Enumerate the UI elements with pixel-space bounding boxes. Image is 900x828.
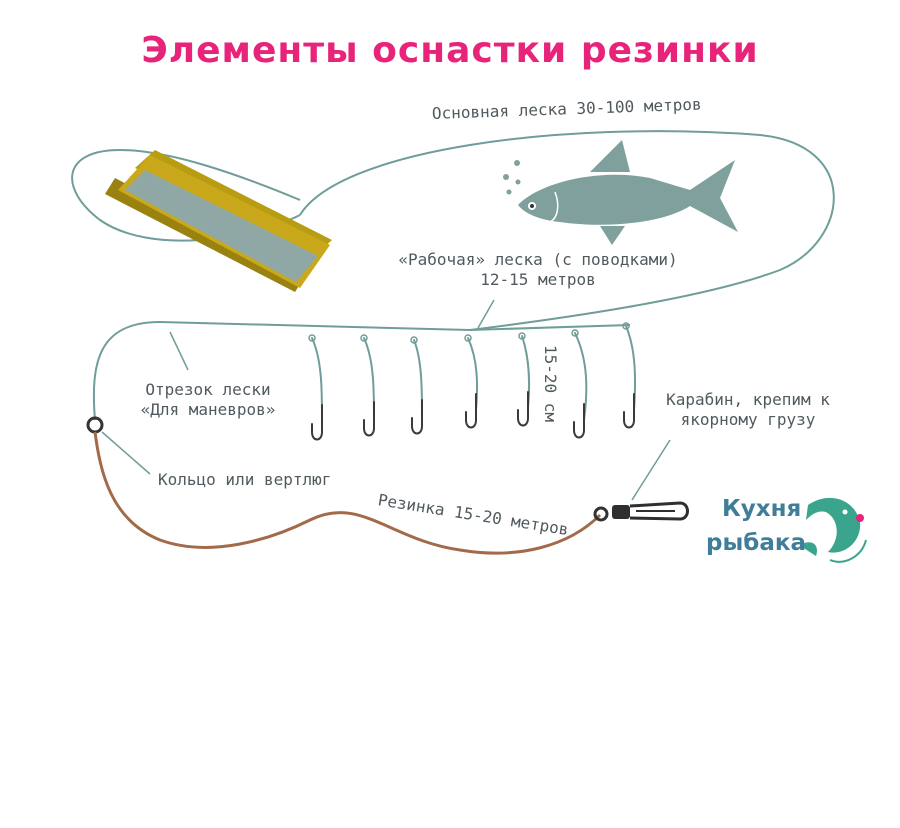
working-line (469, 324, 631, 331)
label-segment-1: Отрезок лески (145, 380, 271, 399)
fish-icon (518, 140, 738, 245)
hook-icon (571, 329, 588, 439)
logo-line-2: рыбака (706, 530, 806, 556)
page-title: Элементы оснастки резинки (141, 30, 759, 71)
hooks (308, 322, 637, 441)
label-working-line-2: 12-15 метров (480, 270, 596, 289)
hook-icon (622, 322, 637, 429)
hook-icon (360, 334, 375, 437)
hook-icon (410, 336, 423, 435)
label-carabiner-1: Карабин, крепим к (666, 390, 830, 409)
bubbles-icon (503, 160, 521, 195)
label-segment-2: «Для маневров» (140, 400, 276, 419)
label-leader-length: 15-20 см (541, 345, 560, 423)
ring-icon (86, 416, 104, 434)
pointer-ring (101, 431, 151, 475)
label-carabiner: Карабин, крепим к якорному грузу (658, 390, 838, 430)
reel-icon (105, 150, 332, 292)
pointer-segment (169, 331, 189, 371)
elastic-line (93, 431, 602, 555)
label-segment: Отрезок лески «Для маневров» (128, 380, 288, 420)
segment-line (92, 321, 161, 421)
logo-fish-icon (800, 497, 867, 563)
label-working-line: «Рабочая» леска (с поводками) 12-15 метр… (388, 250, 688, 290)
logo-line-1: Кухня (722, 496, 802, 522)
pointer-working-line (477, 299, 495, 329)
label-carabiner-2: якорному грузу (680, 410, 816, 429)
hook-icon (517, 332, 531, 427)
label-working-line-1: «Рабочая» леска (с поводками) (398, 250, 678, 269)
pointer-carabiner (631, 439, 671, 501)
carabiner-icon (593, 501, 689, 522)
main-line (159, 130, 835, 332)
hook-icon (308, 334, 323, 441)
hook-icon (464, 334, 479, 429)
label-ring: Кольцо или вертлюг (158, 470, 332, 489)
